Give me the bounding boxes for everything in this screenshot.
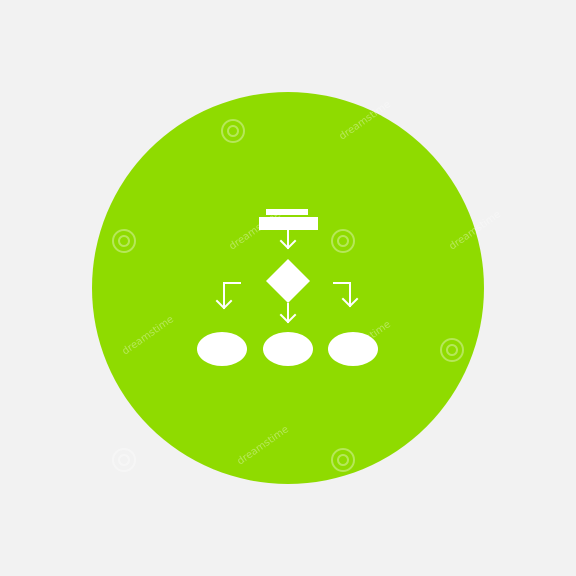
start-block — [259, 209, 318, 230]
arrow-left-branch-icon — [215, 282, 241, 310]
outcome-ellipse-right — [328, 332, 378, 366]
arrow-right-branch-icon — [333, 282, 359, 308]
outcome-ellipse-center — [263, 332, 313, 366]
watermark-spiral-icon — [331, 229, 355, 253]
watermark-spiral-icon — [331, 448, 355, 472]
outcome-ellipse-left — [197, 332, 247, 366]
flowchart-icon — [197, 209, 378, 366]
decision-diamond — [266, 259, 310, 303]
arrow-center-branch-icon — [279, 303, 297, 324]
watermark-spiral-icon — [221, 119, 245, 143]
arrow-down-icon — [279, 229, 297, 250]
watermark-spiral-icon — [112, 448, 136, 472]
watermark-spiral-icon — [440, 338, 464, 362]
watermark-spiral-icon — [112, 229, 136, 253]
